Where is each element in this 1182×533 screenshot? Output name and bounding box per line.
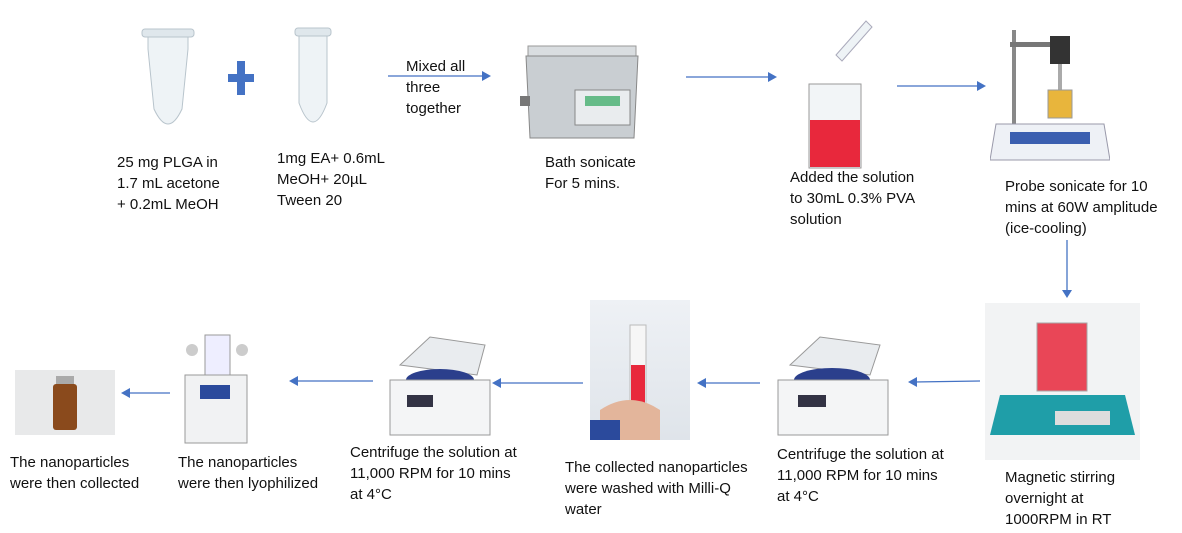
magnetic-stirrer-image bbox=[985, 303, 1140, 460]
step-label-plga: 25 mg PLGA in 1.7 mL acetone + 0.2mL MeO… bbox=[117, 154, 220, 213]
arrow-centrifuge2-to-lyo bbox=[289, 376, 373, 386]
arrow-wash-to-centrifuge2 bbox=[492, 378, 583, 388]
vial-image bbox=[15, 370, 115, 435]
step-label-pva: Added the solution to 30mL 0.3% PVA solu… bbox=[790, 169, 916, 228]
arrow-mix-to-bath bbox=[388, 71, 491, 81]
microcentrifuge-tube-2-image bbox=[294, 27, 332, 123]
washing-photo-image bbox=[590, 300, 690, 440]
arrow-down bbox=[1062, 240, 1072, 298]
step-label-collect: The nanoparticles were then collected bbox=[10, 454, 140, 492]
arrow-bath-to-pva bbox=[686, 72, 777, 82]
bath-sonicator-image bbox=[520, 45, 639, 139]
probe-sonicator-image bbox=[990, 30, 1110, 161]
step-label-mix: Mixed all three together bbox=[406, 58, 466, 117]
arrow-centrifuge1-to-wash bbox=[697, 378, 760, 388]
step-label-bath: Bath sonicate For 5 mins. bbox=[545, 154, 636, 192]
step-label-lyo: The nanoparticles were then lyophilized bbox=[178, 454, 319, 492]
step-label-stir: Magnetic stirring overnight at 1000RPM i… bbox=[1005, 469, 1116, 528]
step-label-ea: 1mg EA+ 0.6mL MeOH+ 20µL Tween 20 bbox=[277, 150, 385, 209]
arrow-stir-to-centrifuge1 bbox=[908, 377, 981, 387]
centrifuge-2-image bbox=[389, 336, 491, 436]
step-label-centrifuge1: Centrifuge the solution at 11,000 RPM fo… bbox=[777, 446, 944, 505]
plus-icon bbox=[228, 61, 254, 95]
step-label-probe: Probe sonicate for 10 mins at 60W amplit… bbox=[1005, 178, 1158, 237]
arrow-pva-to-probe bbox=[897, 81, 986, 91]
centrifuge-1-image bbox=[777, 336, 889, 436]
lyophilizer-image bbox=[184, 334, 248, 444]
microcentrifuge-tube-1-image bbox=[141, 28, 195, 125]
step-label-wash: The collected nanoparticles were washed … bbox=[565, 459, 748, 518]
arrow-lyo-to-collect bbox=[121, 388, 170, 398]
step-label-centrifuge2: Centrifuge the solution at 11,000 RPM fo… bbox=[350, 444, 517, 503]
pouring-tube-image bbox=[835, 20, 873, 62]
beaker-pva-image bbox=[808, 83, 862, 169]
